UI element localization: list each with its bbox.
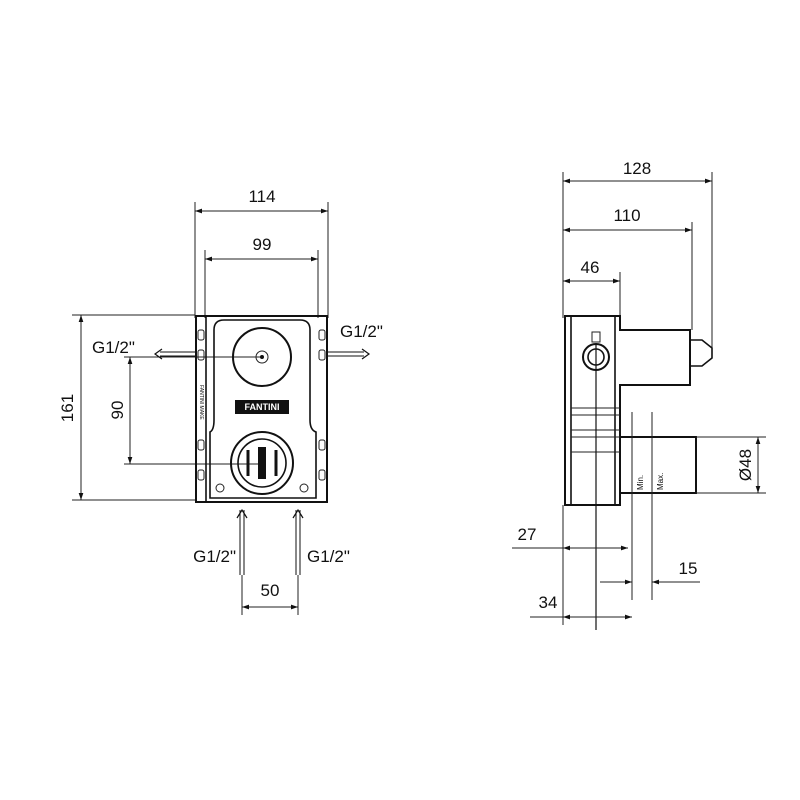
front-view: 114 99 161 90 — [58, 187, 383, 615]
dimension-range-15: 15 — [679, 559, 698, 578]
inner-panel — [209, 319, 317, 499]
side-clip — [591, 331, 601, 343]
inlet-left-label: G1/2" — [193, 547, 236, 566]
side-body-outline — [564, 315, 691, 506]
cartridge-inner-circle — [237, 438, 287, 488]
brand-logo-text: FANTINI — [245, 402, 280, 412]
inlet-right-label: G1/2" — [307, 547, 350, 566]
rail-slots — [197, 329, 326, 481]
dimension-inlet-spacing: 50 — [261, 581, 280, 600]
outlet-valve-core — [255, 350, 269, 364]
outlet-valve-center — [260, 355, 264, 359]
dimension-height-centers: 90 — [108, 401, 127, 420]
brand-logo — [235, 400, 289, 414]
outlet-left-label: G1/2" — [92, 338, 135, 357]
dimension-depth-body: 46 — [581, 258, 600, 277]
cover-cylinder — [620, 436, 697, 494]
dimension-height-overall: 161 — [58, 394, 77, 422]
dimension-width-inner: 99 — [253, 235, 272, 254]
side-view: 128 110 46 Min. Max. — [512, 159, 766, 630]
dimension-offset-27: 27 — [518, 525, 537, 544]
cartridge-outer-circle — [230, 431, 294, 495]
dimension-depth-stem: 110 — [613, 206, 640, 225]
label-min: Min. — [636, 475, 645, 490]
dimension-offset-34: 34 — [539, 593, 558, 612]
mounting-hole — [215, 483, 225, 493]
dimension-diameter-cover: Ø48 — [736, 449, 755, 481]
outlet-right-label: G1/2" — [340, 322, 383, 341]
label-max: Max. — [656, 473, 665, 490]
mounting-hole — [299, 483, 309, 493]
stem-tip — [690, 339, 713, 367]
dimension-depth-overall: 128 — [623, 159, 651, 178]
side-rails — [196, 315, 328, 502]
dimension-width-overall: 114 — [248, 187, 275, 206]
outlet-valve-circle — [232, 327, 292, 387]
side-imprint-text: FANTINI MAKE — [198, 385, 204, 420]
cartridge-stem — [258, 447, 266, 479]
